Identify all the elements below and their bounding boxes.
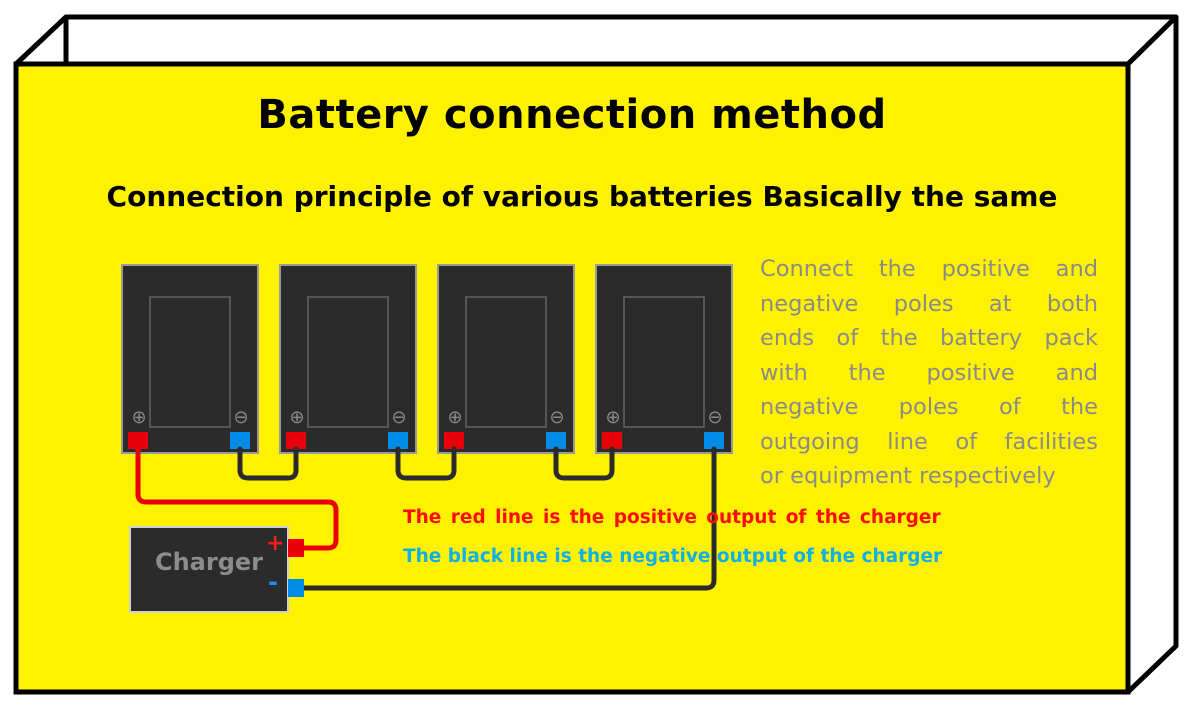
battery-negative-terminal — [230, 432, 250, 449]
battery-label-window — [623, 296, 705, 428]
charger-positive-terminal — [288, 539, 304, 557]
box-top-face — [13, 14, 1179, 67]
series-link-2-3 — [395, 446, 457, 481]
charger-body — [129, 526, 289, 613]
negative-output-wire — [301, 446, 717, 591]
battery-negative-terminal — [388, 432, 408, 449]
battery-3: ⊕⊖ — [437, 264, 575, 454]
series-link-1-2 — [237, 446, 299, 481]
charger — [129, 526, 304, 613]
battery-positive-symbol: ⊕ — [605, 407, 620, 428]
battery-positive-symbol: ⊕ — [289, 407, 304, 428]
charger-label: Charger — [154, 548, 264, 576]
battery-negative-terminal — [546, 432, 566, 449]
page-subtitle: Connection principle of various batterie… — [106, 180, 1058, 213]
battery-positive-symbol: ⊕ — [447, 407, 462, 428]
battery-2: ⊕⊖ — [279, 264, 417, 454]
battery-1: ⊕⊖ — [121, 264, 259, 454]
battery-positive-symbol: ⊕ — [131, 407, 146, 428]
battery-positive-terminal — [602, 432, 622, 449]
wire-group — [135, 446, 717, 591]
description-line: outgoing line of facilities — [760, 428, 1098, 455]
description-line: Connect the positive and — [760, 256, 1098, 282]
battery-label-window — [465, 296, 547, 428]
battery-negative-terminal — [704, 432, 724, 449]
battery-positive-terminal — [444, 432, 464, 449]
description-text: Connect the positive and negative poles … — [760, 252, 1098, 494]
description-line: with the positive and — [760, 359, 1098, 386]
charger-minus-sign: - — [268, 568, 278, 596]
battery-positive-terminal — [128, 432, 148, 449]
series-link-3-4 — [553, 446, 615, 481]
legend-black-line: The black line is the negative output of… — [403, 546, 943, 567]
battery-group: ⊕⊖⊕⊖⊕⊖⊕⊖ — [121, 264, 733, 454]
description-line: negative poles of the — [760, 394, 1098, 420]
description-line: ends of the battery pack — [760, 325, 1098, 351]
battery-label-window — [149, 296, 231, 428]
description-line: or equipment respectively — [760, 463, 1056, 489]
battery-negative-symbol: ⊖ — [233, 407, 248, 428]
charger-negative-terminal — [288, 579, 304, 597]
box-right-face — [1125, 14, 1179, 695]
battery-4: ⊕⊖ — [595, 264, 733, 454]
positive-output-wire — [135, 446, 339, 551]
battery-negative-symbol: ⊖ — [391, 407, 406, 428]
legend-red-line: The red line is the positive output of t… — [403, 507, 941, 528]
description-line: negative poles at both — [760, 290, 1098, 317]
battery-negative-symbol: ⊖ — [549, 407, 564, 428]
battery-positive-terminal — [286, 432, 306, 449]
battery-label-window — [307, 296, 389, 428]
battery-negative-symbol: ⊖ — [707, 407, 722, 428]
page-title: Battery connection method — [257, 92, 887, 138]
charger-plus-sign: + — [266, 531, 285, 556]
